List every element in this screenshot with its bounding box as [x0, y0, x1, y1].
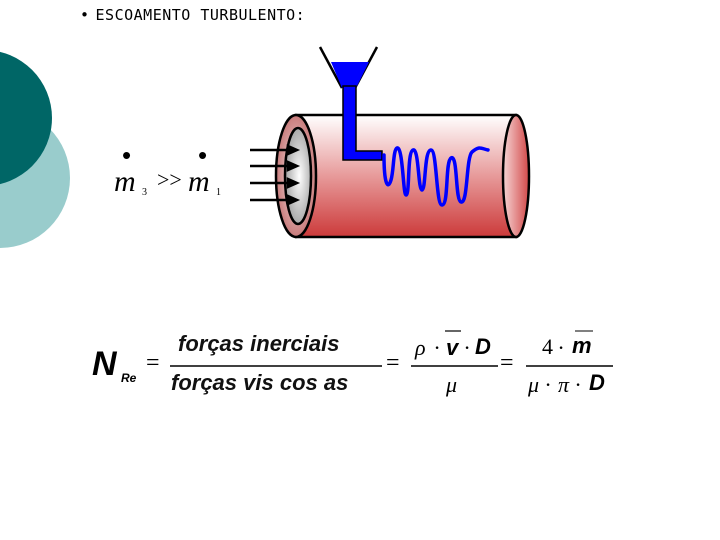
dot-operator: ·	[545, 372, 551, 397]
pi-symbol: π	[558, 372, 570, 397]
bullet: •	[80, 6, 90, 24]
dye-injector	[318, 46, 383, 161]
m1-sub: 1	[216, 187, 221, 198]
title-text: ESCOAMENTO TURBULENTO:	[95, 6, 306, 24]
diameter-D: D	[475, 334, 491, 359]
rho-symbol: ρ	[415, 335, 426, 360]
turbulent-dye-streak	[382, 146, 490, 207]
mu-symbol: μ	[446, 372, 458, 397]
dot-operator: ·	[464, 335, 470, 360]
mu-symbol: μ	[528, 372, 540, 397]
numerator-inertial-forces: forças inerciais	[178, 331, 340, 356]
m3-sub: 3	[142, 187, 147, 198]
diameter-D: D	[589, 370, 605, 395]
equals-2: =	[386, 350, 400, 376]
equals-1: =	[146, 350, 160, 376]
flow-arrows	[250, 144, 301, 206]
reynolds-subscript: Re	[121, 371, 137, 385]
much-greater-symbol: >>	[157, 167, 182, 192]
m1-var: m	[188, 165, 210, 198]
m3-var: m	[114, 165, 136, 198]
slide-title: • ESCOAMENTO TURBULENTO:	[80, 6, 305, 24]
m1-dot: •	[198, 140, 208, 170]
mass-flow-m: m	[572, 333, 592, 358]
decor-circle-dark	[0, 51, 52, 185]
dot-operator: ·	[575, 372, 581, 397]
m3-dot: •	[122, 140, 132, 170]
reynolds-N: N	[92, 345, 117, 383]
four-number: 4	[542, 334, 553, 359]
dot-operator: ·	[558, 335, 564, 360]
velocity-v: v	[446, 335, 459, 360]
dot-operator: ·	[434, 335, 440, 360]
denominator-viscous-forces: forças vis cos as	[171, 370, 349, 395]
equals-3: =	[500, 350, 514, 376]
